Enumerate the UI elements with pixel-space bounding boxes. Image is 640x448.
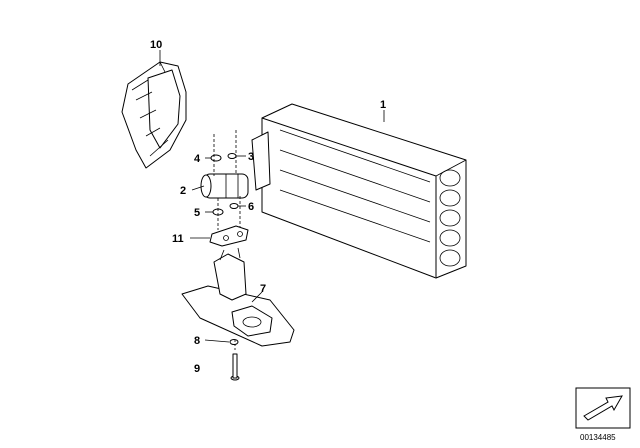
- part-10-housing-cover: [121, 61, 187, 169]
- part-6-seal-ring: [229, 203, 239, 209]
- reference-code: 00134485: [580, 433, 616, 442]
- callout-6: 6: [248, 201, 254, 213]
- part-8-washer: [229, 339, 239, 345]
- callout-3: 3: [248, 151, 254, 163]
- callout-10: 10: [150, 39, 162, 51]
- part-7-support-tray: [181, 247, 295, 347]
- callout-7: 7: [260, 283, 266, 295]
- part-3-seal-ring: [227, 153, 237, 159]
- callout-9: 9: [194, 363, 200, 375]
- leader-lines: [159, 50, 385, 343]
- callout-11: 11: [172, 233, 184, 245]
- part-11-bracket: [209, 225, 249, 247]
- reference-box: [575, 387, 631, 429]
- part-1-evaporator: [251, 103, 467, 279]
- arrow-icon: [583, 395, 623, 421]
- part-9-screw: [230, 340, 240, 381]
- callout-2: 2: [180, 185, 186, 197]
- part-2-expansion-valve: [200, 173, 249, 199]
- part-4-seal-ring: [210, 154, 222, 162]
- callout-5: 5: [194, 207, 200, 219]
- callout-8: 8: [194, 335, 200, 347]
- callout-1: 1: [380, 99, 386, 111]
- callout-4: 4: [194, 153, 201, 165]
